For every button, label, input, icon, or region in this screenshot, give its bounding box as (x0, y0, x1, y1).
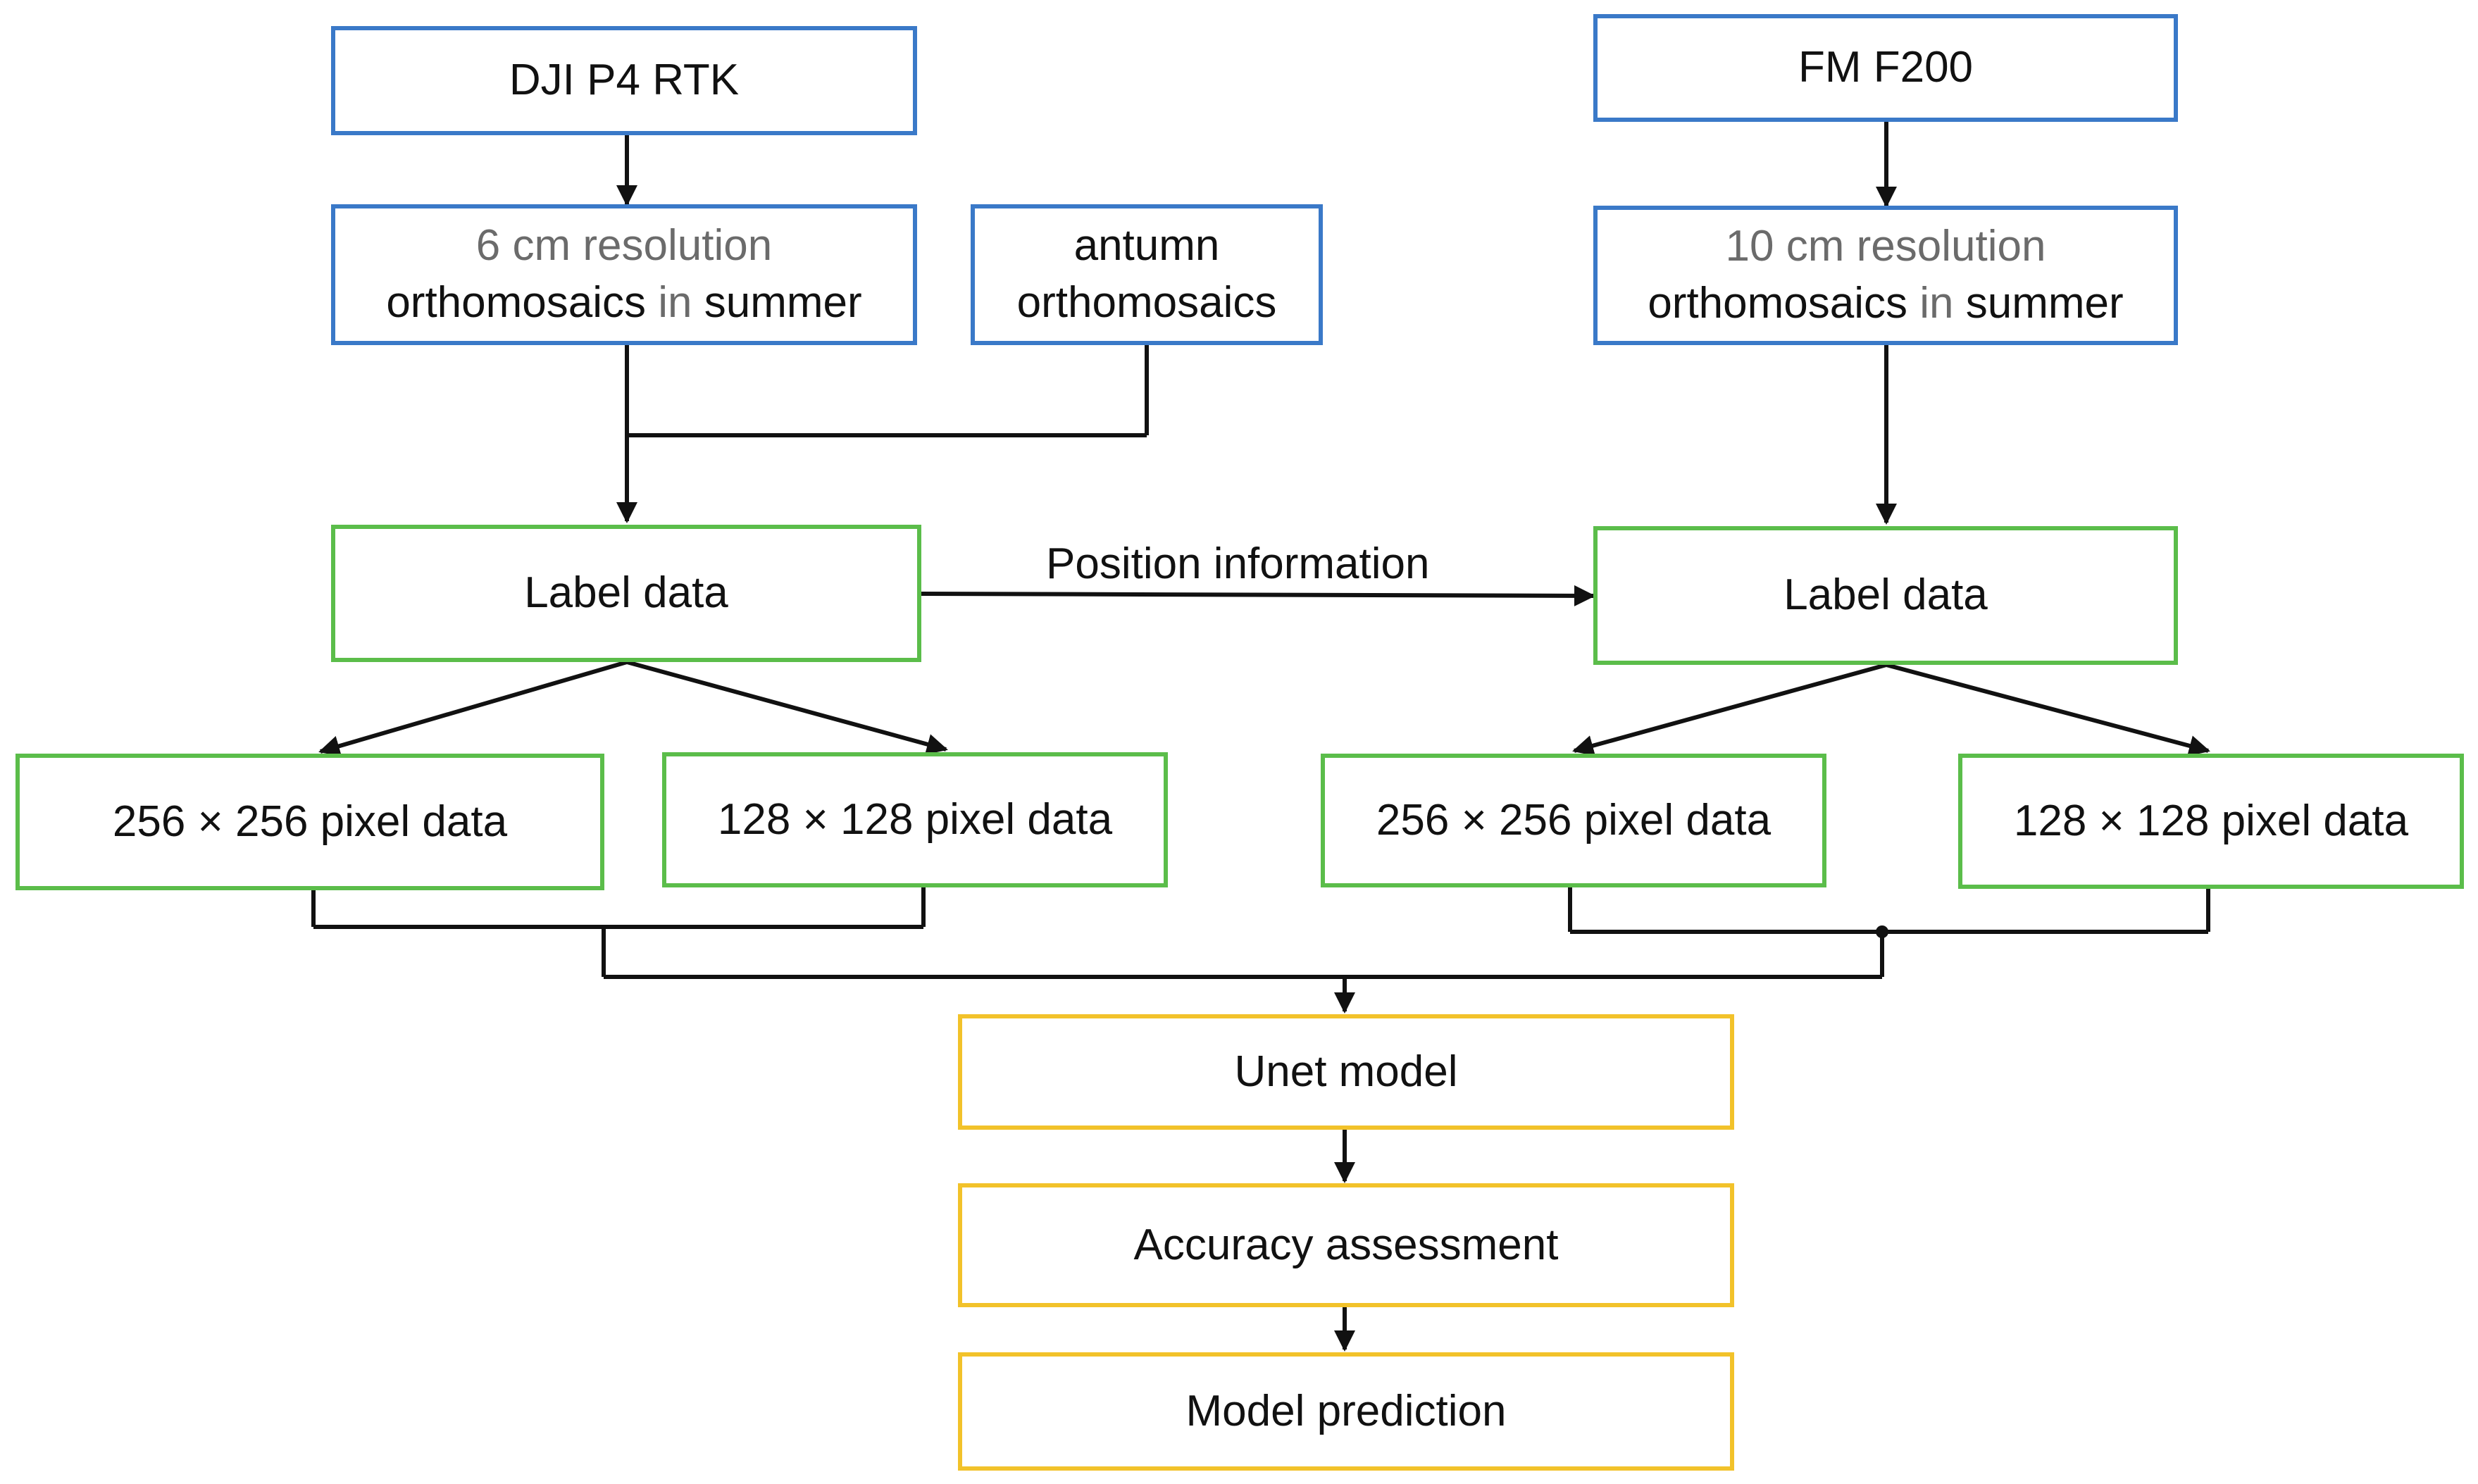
pixel-128-left-box: 128 × 128 pixel data (662, 752, 1168, 887)
label-data-left-text: Label data (524, 568, 728, 618)
position-information-label: Position information (1046, 540, 1430, 588)
dji-p4-rtk-text: DJI P4 RTK (509, 56, 740, 105)
pixel-128-left-text: 128 × 128 pixel data (717, 794, 1113, 844)
label-data-left-box: Label data (331, 525, 921, 662)
arrow-position-information (921, 585, 1595, 606)
dji-orthomosaic-box: 6 cm resolution orthomosaics in summer (331, 204, 917, 345)
model-prediction-text: Model prediction (1185, 1386, 1507, 1435)
pixel-128-right-text: 128 × 128 pixel data (2013, 796, 2409, 845)
label-data-right-box: Label data (1593, 526, 2178, 665)
autumn-orthomosaic-box: antumn orthomosaics (971, 204, 1323, 345)
autumn-line1: antumn (1073, 221, 1220, 270)
fm-orthomosaics-word: orthomosaics (1648, 279, 1908, 328)
fm-orthomosaic-line2: orthomosaics in summer (1648, 275, 2123, 332)
fm-orthomosaic-box: 10 cm resolution orthomosaics in summer (1593, 206, 2178, 345)
pixel-256-left-box: 256 × 256 pixel data (15, 754, 604, 890)
pixel-128-right-box: 128 × 128 pixel data (1958, 754, 2464, 889)
accuracy-assessment-text: Accuracy assessment (1133, 1220, 1559, 1269)
model-prediction-box: Model prediction (958, 1352, 1734, 1471)
fm-f200-box: FM F200 (1593, 14, 2178, 122)
junction-dot (1876, 925, 1888, 938)
arrow-label-left-to-128 (626, 660, 948, 755)
dji-orthomosaic-line2: orthomosaics in summer (386, 275, 861, 332)
fm-f200-text: FM F200 (1798, 43, 1974, 92)
fm-resolution-text: 10 cm resolution (1725, 222, 2046, 271)
arrow-label-right-to-256 (1572, 663, 1887, 756)
dji-p4-rtk-box: DJI P4 RTK (331, 26, 917, 135)
autumn-line2: orthomosaics (1016, 278, 1277, 327)
arrow-label-left-to-256 (318, 660, 628, 756)
arrow-label-right-to-128 (1886, 663, 2210, 756)
dji-orthomosaic-line1: 6 cm resolution (476, 218, 772, 275)
dji-in-word: in (658, 278, 692, 327)
pixel-256-left-text: 256 × 256 pixel data (112, 797, 508, 846)
dji-orthomosaics-word: orthomosaics (386, 278, 647, 327)
fm-in-word: in (1919, 279, 1954, 328)
unet-model-text: Unet model (1234, 1047, 1458, 1096)
dji-summer-word: summer (704, 278, 862, 327)
label-data-right-text: Label data (1783, 570, 1988, 620)
pixel-256-right-text: 256 × 256 pixel data (1376, 795, 1772, 844)
pixel-256-right-box: 256 × 256 pixel data (1321, 754, 1826, 887)
accuracy-assessment-box: Accuracy assessment (958, 1183, 1734, 1307)
dji-resolution-text: 6 cm resolution (475, 221, 773, 270)
unet-model-box: Unet model (958, 1014, 1734, 1130)
fm-orthomosaic-line1: 10 cm resolution (1726, 218, 2046, 275)
fm-summer-word: summer (1965, 279, 2124, 328)
